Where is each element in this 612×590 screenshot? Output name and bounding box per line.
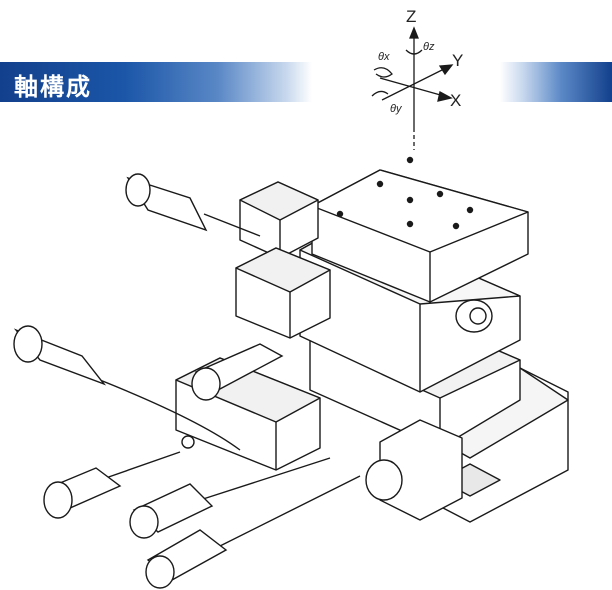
upper-motor xyxy=(239,181,319,259)
connector-6 xyxy=(145,529,228,589)
z-arrowhead xyxy=(409,26,419,39)
connector-3 xyxy=(191,343,284,401)
z-axis-label: Z xyxy=(406,7,416,26)
x-arrowhead xyxy=(437,91,453,102)
stage-assembly xyxy=(175,156,569,523)
x-axis-line xyxy=(379,77,445,97)
connector-1 xyxy=(125,173,208,232)
header-band: 軸構成 xyxy=(0,62,612,102)
theta-z-icon xyxy=(405,49,423,55)
adjust-knob xyxy=(455,299,493,333)
y-axis-line xyxy=(381,67,447,101)
theta-y-label: θy xyxy=(390,103,403,115)
connector-5 xyxy=(129,483,214,539)
right-motor xyxy=(365,419,463,521)
connector-4 xyxy=(43,467,122,519)
theta-z-label: θz xyxy=(423,41,435,53)
cables xyxy=(13,173,361,589)
theta-x-icon xyxy=(373,67,393,78)
y-arrowhead xyxy=(438,64,454,76)
header-band-left: 軸構成 xyxy=(0,62,312,102)
theta-x-label: θx xyxy=(378,51,390,63)
middle-motor xyxy=(235,247,331,339)
y-axis-label: Y xyxy=(452,51,463,70)
section-title: 軸構成 xyxy=(14,73,92,101)
header-band-right xyxy=(500,62,612,102)
x-axis-label: X xyxy=(450,91,461,110)
theta-y-icon xyxy=(371,90,389,97)
axis-indicator xyxy=(371,26,454,150)
connector-2 xyxy=(13,325,107,386)
top-table xyxy=(311,156,529,303)
